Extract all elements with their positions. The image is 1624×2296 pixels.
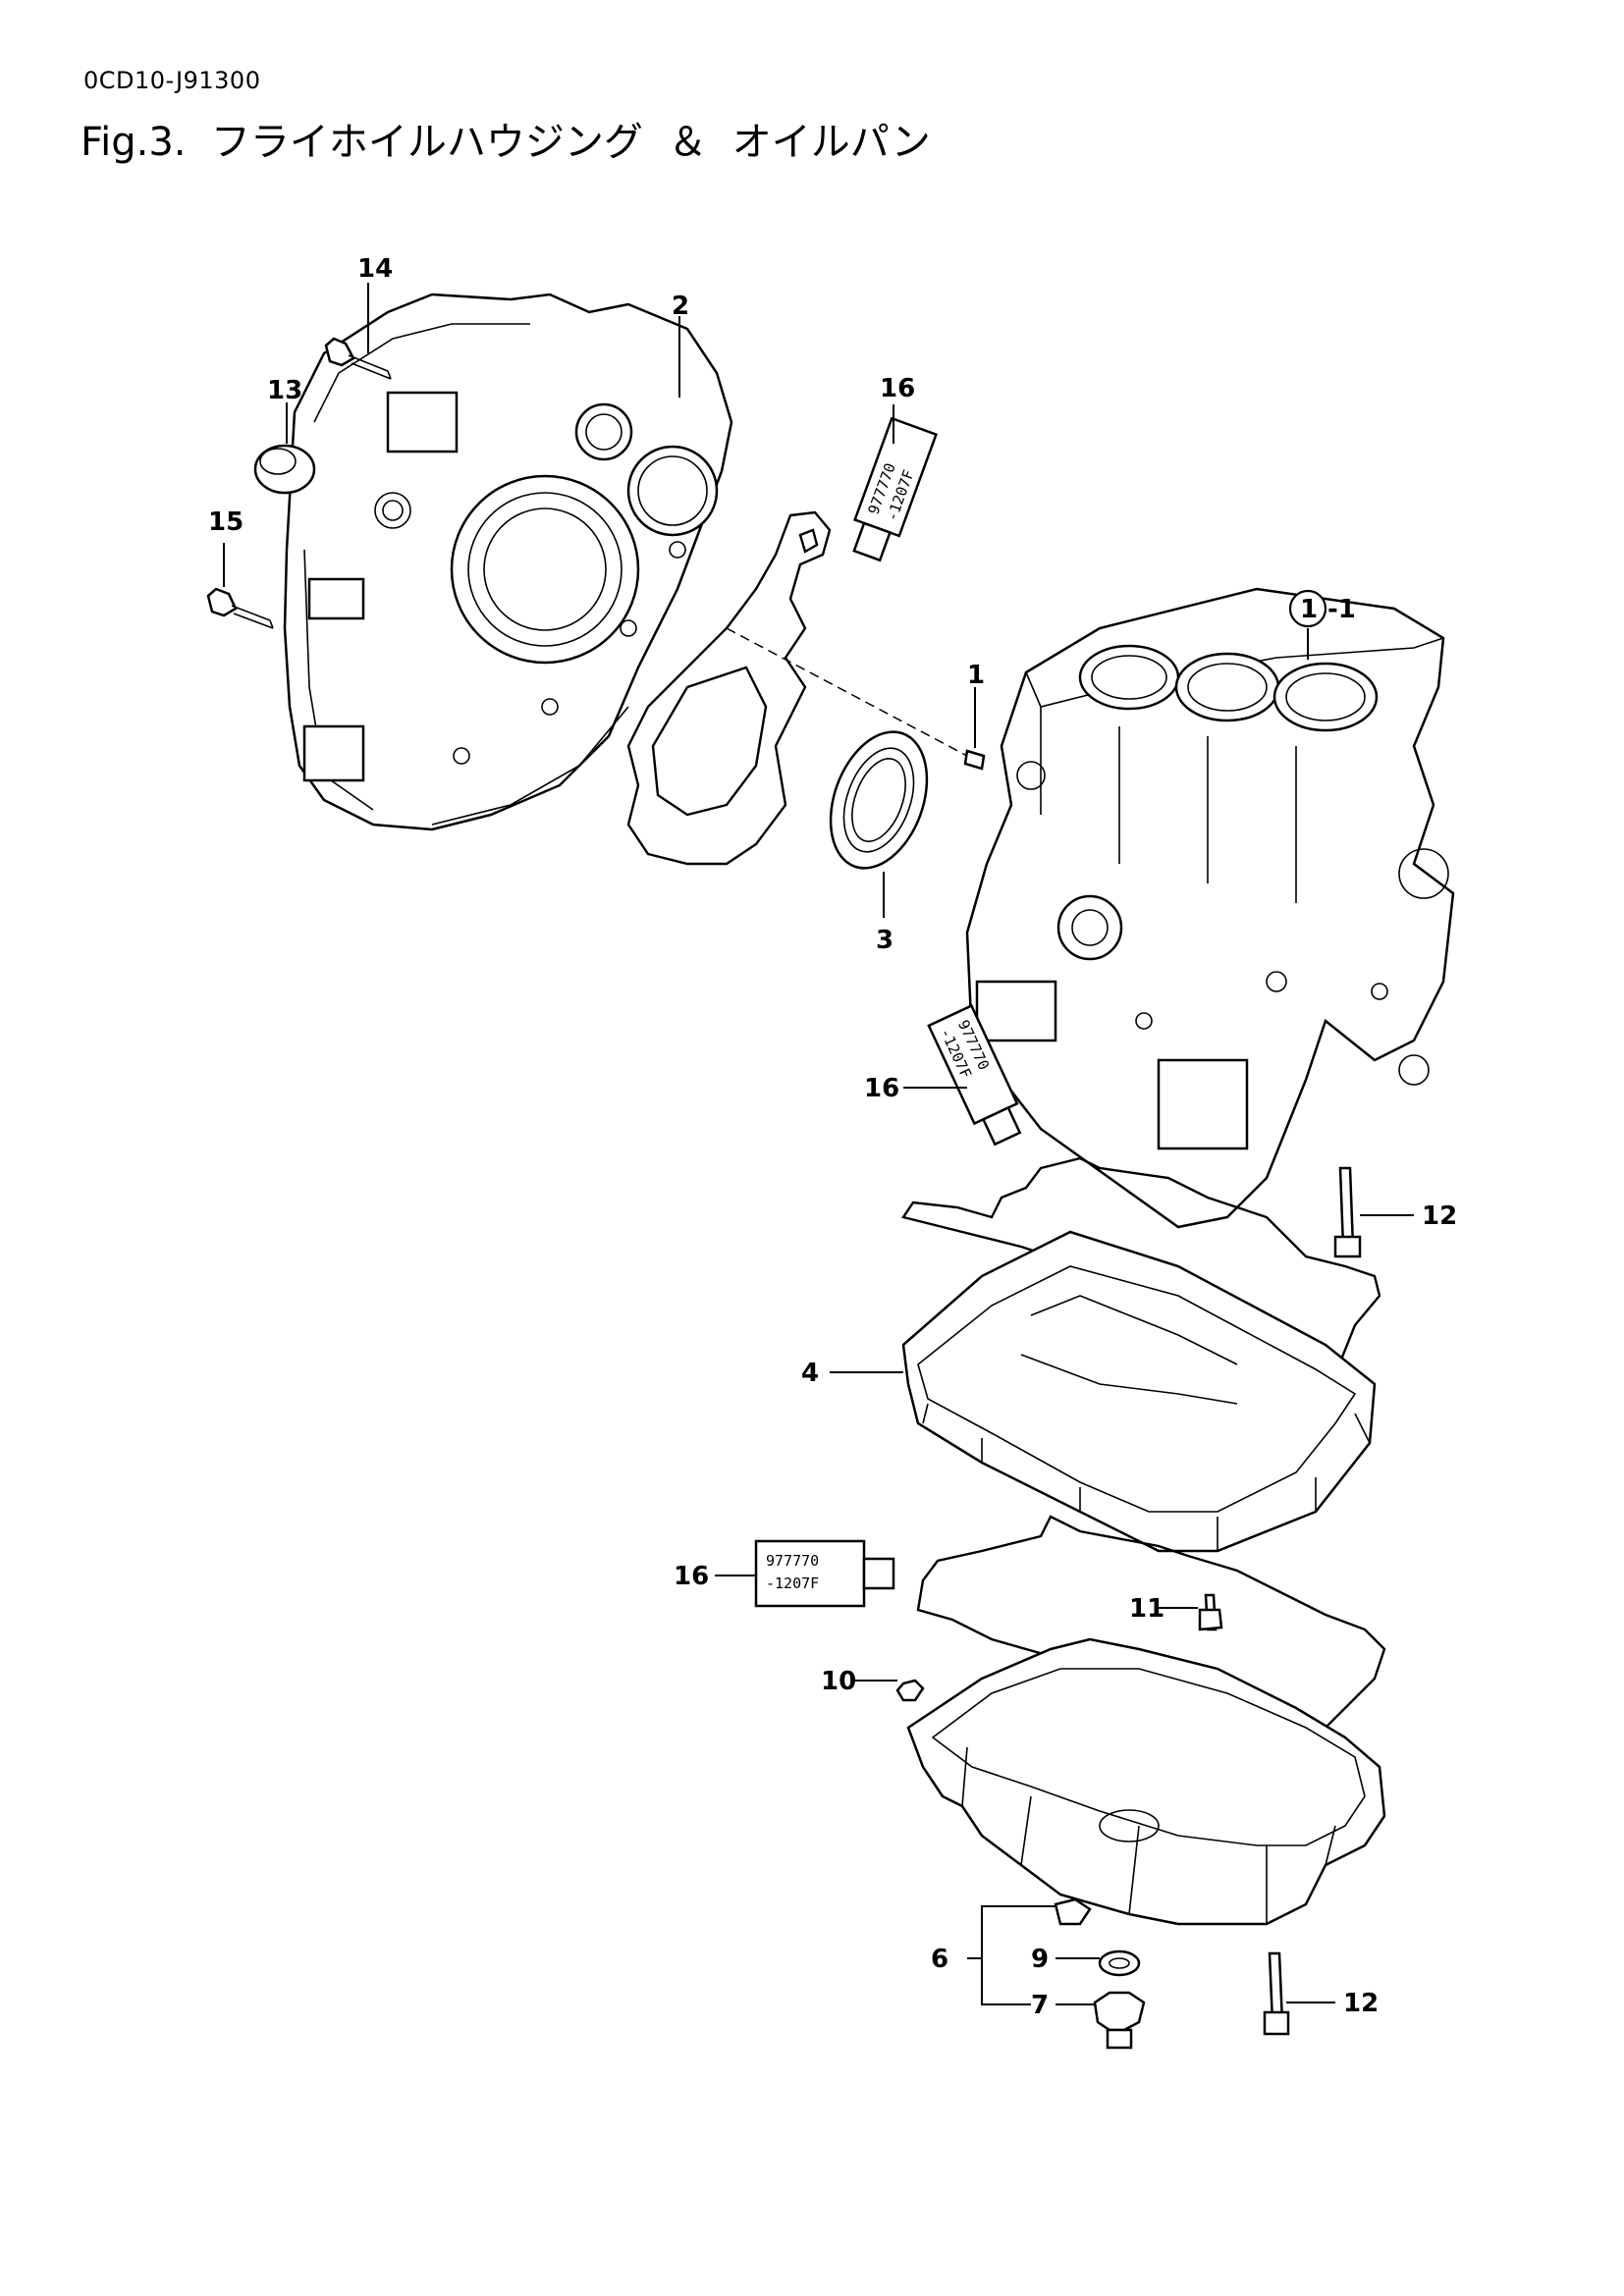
leader-lines	[223, 283, 1414, 2005]
sealant-tube-icon: 977770 -1207F	[754, 1539, 895, 1608]
bolt-icon	[206, 587, 274, 629]
oil-seal-icon	[829, 730, 929, 870]
callout-2: 2	[672, 292, 689, 321]
callout-10: 10	[821, 1667, 856, 1696]
dowel-pin-icon	[963, 749, 986, 771]
callout-12-top: 12	[1422, 1201, 1457, 1231]
oil-pan-icon	[901, 1230, 1377, 1553]
plug-icon	[253, 444, 316, 495]
bolt-icon	[324, 337, 392, 380]
tube-label-line1: 977770	[766, 1552, 819, 1570]
tube-label-line2: -1207F	[766, 1575, 819, 1592]
callout-circle	[1288, 589, 1327, 628]
callout-12-bottom: 12	[1343, 1989, 1379, 2018]
callout-9: 9	[1031, 1945, 1049, 1974]
housing-gasket-icon	[626, 510, 832, 866]
callout-16-bottom: 16	[674, 1562, 709, 1591]
washer-icon	[1098, 1949, 1141, 1977]
bolt-icon	[1333, 1166, 1362, 1258]
callout-14: 14	[357, 254, 393, 284]
bolt-icon	[1263, 1951, 1290, 2036]
callout-4: 4	[801, 1359, 819, 1388]
callout-15: 15	[208, 507, 244, 537]
cylinder-block-icon	[965, 587, 1455, 1229]
callout-16-mid: 16	[864, 1074, 899, 1103]
oil-sump-icon	[906, 1637, 1386, 1926]
callout-1-suffix: -1	[1327, 595, 1356, 624]
callout-6: 6	[931, 1945, 948, 1974]
callout-numbers: 14 13 15 2 16 1 1 -1 3 16 4 12 16 11 10 …	[208, 254, 1457, 2020]
callout-1-circled: 1	[1300, 595, 1318, 624]
flywheel-housing-icon	[283, 293, 733, 831]
callout-11: 11	[1129, 1594, 1164, 1624]
callout-7: 7	[1031, 1991, 1049, 2020]
callout-16-top: 16	[880, 374, 915, 403]
callout-1: 1	[967, 661, 985, 690]
figure-title: Fig.3. フライホイルハウジング ＆ オイルパン	[81, 120, 931, 165]
sealant-tube-icon: 977770 -1207F	[852, 416, 939, 562]
sealant-tube-icon: 977770 -1207F	[927, 1003, 1022, 1147]
document-code: 0CD10-J91300	[83, 67, 261, 94]
bolt-icon	[1198, 1593, 1223, 1631]
bolt-icon	[895, 1679, 925, 1702]
callout-3: 3	[876, 926, 893, 955]
callout-13: 13	[267, 376, 302, 405]
drain-plug-icon	[1093, 1991, 1146, 2050]
